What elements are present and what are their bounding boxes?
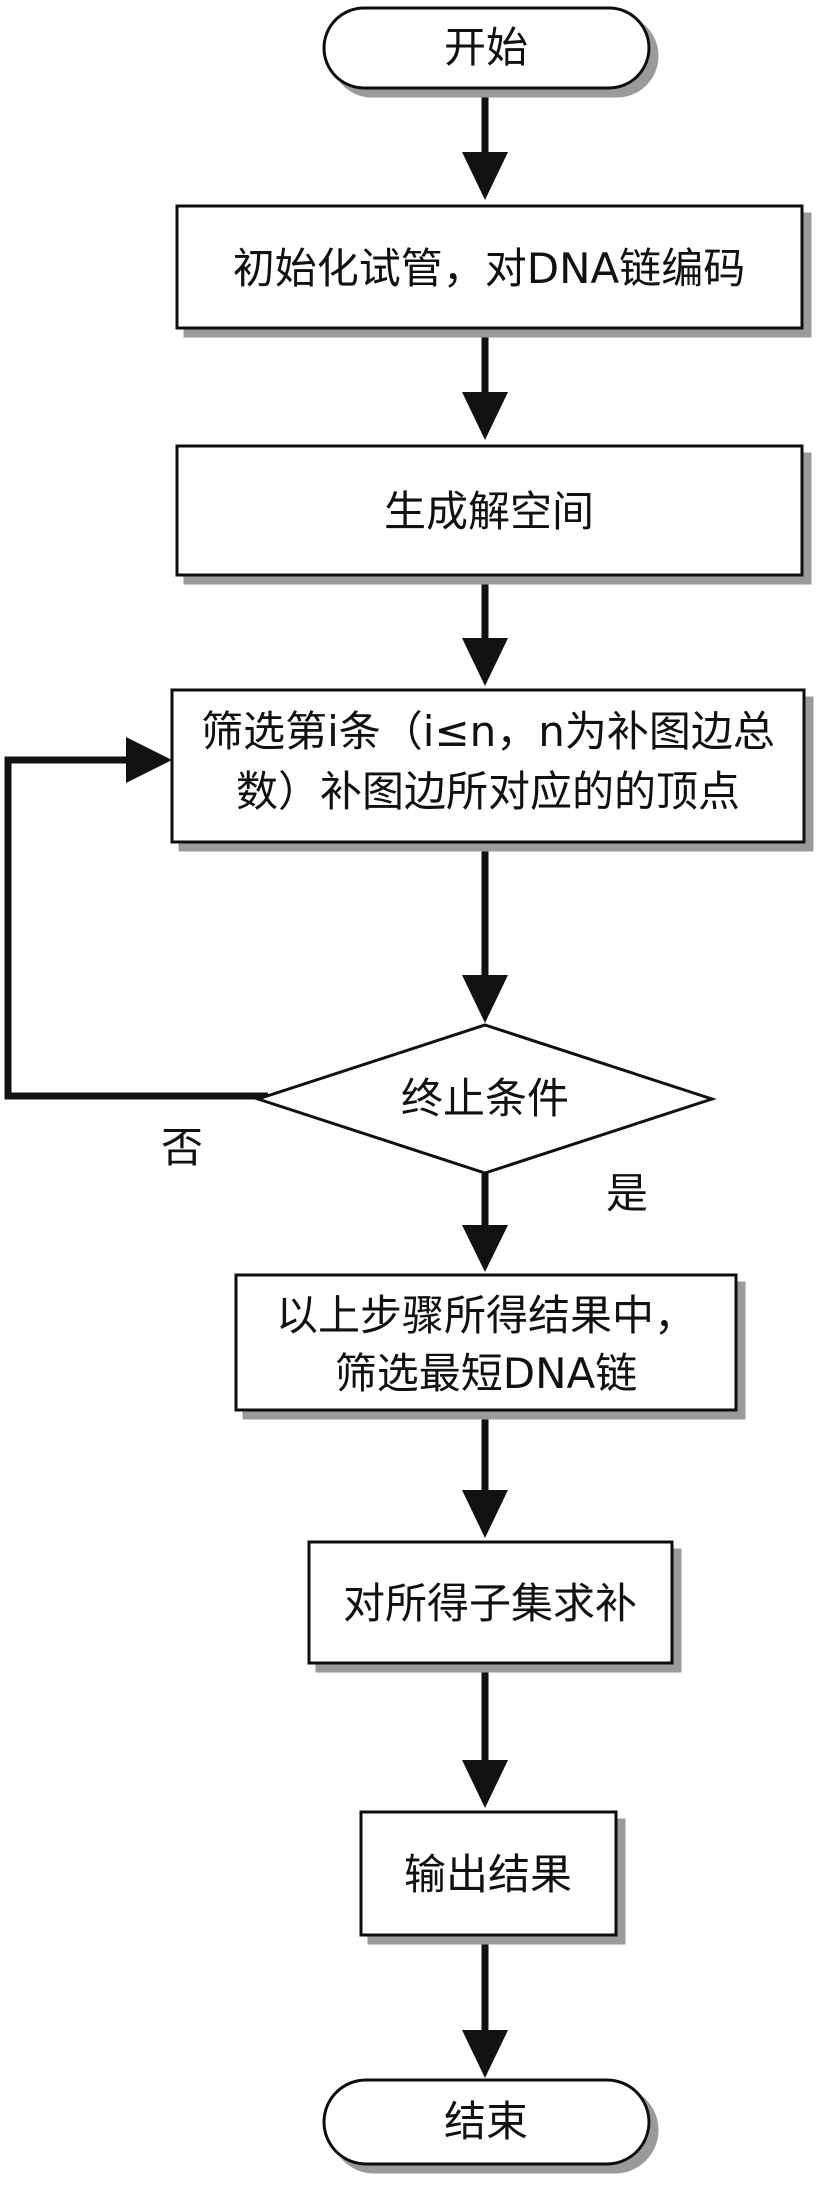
filter-label-line2: 数）补图边所对应的的顶点 — [236, 767, 740, 816]
complement-process-box: 对所得子集求补 — [307, 1540, 674, 1665]
end-node: 结束 — [322, 2078, 651, 2166]
yes-branch-label: 是 — [606, 1169, 648, 1218]
edge-decision-no-loop — [4, 737, 268, 1100]
filter-process-box: 筛选第i条（i≤n，n为补图边总 数）补图边所对应的的顶点 — [170, 688, 806, 844]
edge-shortest-to-complement — [462, 1410, 508, 1538]
filter-label-line1: 筛选第i条（i≤n，n为补图边总 — [201, 707, 775, 756]
generate-label: 生成解空间 — [384, 487, 594, 536]
init-process-box: 初始化试管，对DNA链编码 — [175, 204, 804, 330]
output-process-box: 输出结果 — [359, 1810, 618, 1937]
edge-decision-yes — [462, 1173, 508, 1272]
complement-label: 对所得子集求补 — [343, 1579, 637, 1628]
edge-generate-to-filter — [462, 575, 508, 686]
end-label: 结束 — [444, 2097, 528, 2146]
decision-diamond: 终止条件 — [253, 1023, 717, 1175]
edge-output-to-end — [462, 1935, 508, 2078]
shortest-label-line1: 以上步骤所得结果中， — [276, 1291, 696, 1340]
start-label: 开始 — [444, 23, 528, 72]
no-branch-label: 否 — [161, 1123, 203, 1172]
generate-process-box: 生成解空间 — [175, 444, 804, 577]
edge-start-to-init — [462, 88, 508, 200]
edge-init-to-generate — [462, 328, 508, 440]
start-node: 开始 — [322, 6, 651, 90]
edge-filter-to-decision — [462, 842, 508, 1023]
decision-label: 终止条件 — [401, 1074, 569, 1123]
shortest-label-line2: 筛选最短DNA链 — [335, 1349, 638, 1398]
edge-complement-to-output — [462, 1663, 508, 1808]
init-label: 初始化试管，对DNA链编码 — [233, 244, 746, 293]
shortest-process-box: 以上步骤所得结果中， 筛选最短DNA链 — [234, 1273, 738, 1412]
output-label: 输出结果 — [404, 1850, 572, 1899]
